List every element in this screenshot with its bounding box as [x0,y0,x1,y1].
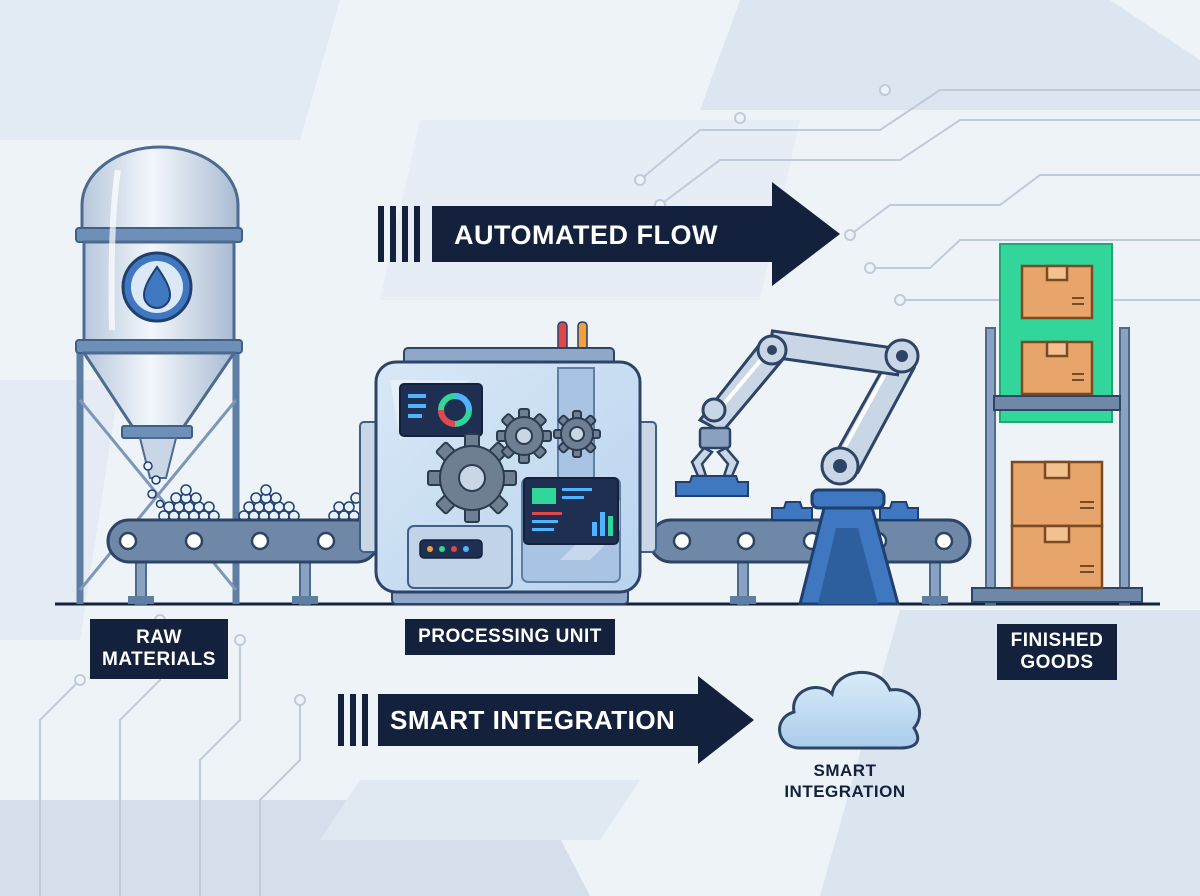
cloud-icon [778,671,921,750]
automated-flow-arrow [378,182,840,286]
processing-unit-label: PROCESSING UNIT [405,619,615,655]
circuit-traces [39,89,1200,896]
finished-goods-line-1: FINISHED [1010,630,1104,651]
processing-unit-text: PROCESSING UNIT [418,626,602,647]
smart-integration-banner: SMART INTEGRATION [390,705,676,735]
finished-goods-label: FINISHED GOODS [997,624,1117,680]
finished-goods-line-2: GOODS [1020,652,1094,673]
cloud-label: SMART INTEGRATION [770,760,920,802]
silo [75,145,243,604]
automated-flow-banner: AUTOMATED FLOW [454,220,718,250]
processing-unit [359,321,657,605]
circuit-nodes [74,84,906,706]
raw-materials-line-2: MATERIALS [102,649,216,670]
robotic-arm-icon [675,329,920,606]
gear-icon [427,408,601,523]
cloud-label-line-2: INTEGRATION [784,782,906,801]
dashboard-screen-bars [523,477,619,545]
conveyor-left [106,518,380,605]
dashboard-screen-donut [399,383,483,437]
smart-integration-arrow [338,676,754,764]
pellet-piles [158,484,362,522]
raw-materials-label: RAW MATERIALS [90,619,228,679]
raw-materials-line-1: RAW [136,627,182,648]
box-icon [1010,264,1104,590]
droplet-icon [121,251,193,323]
falling-pellets [143,461,165,509]
cloud-label-line-1: SMART [813,761,877,780]
